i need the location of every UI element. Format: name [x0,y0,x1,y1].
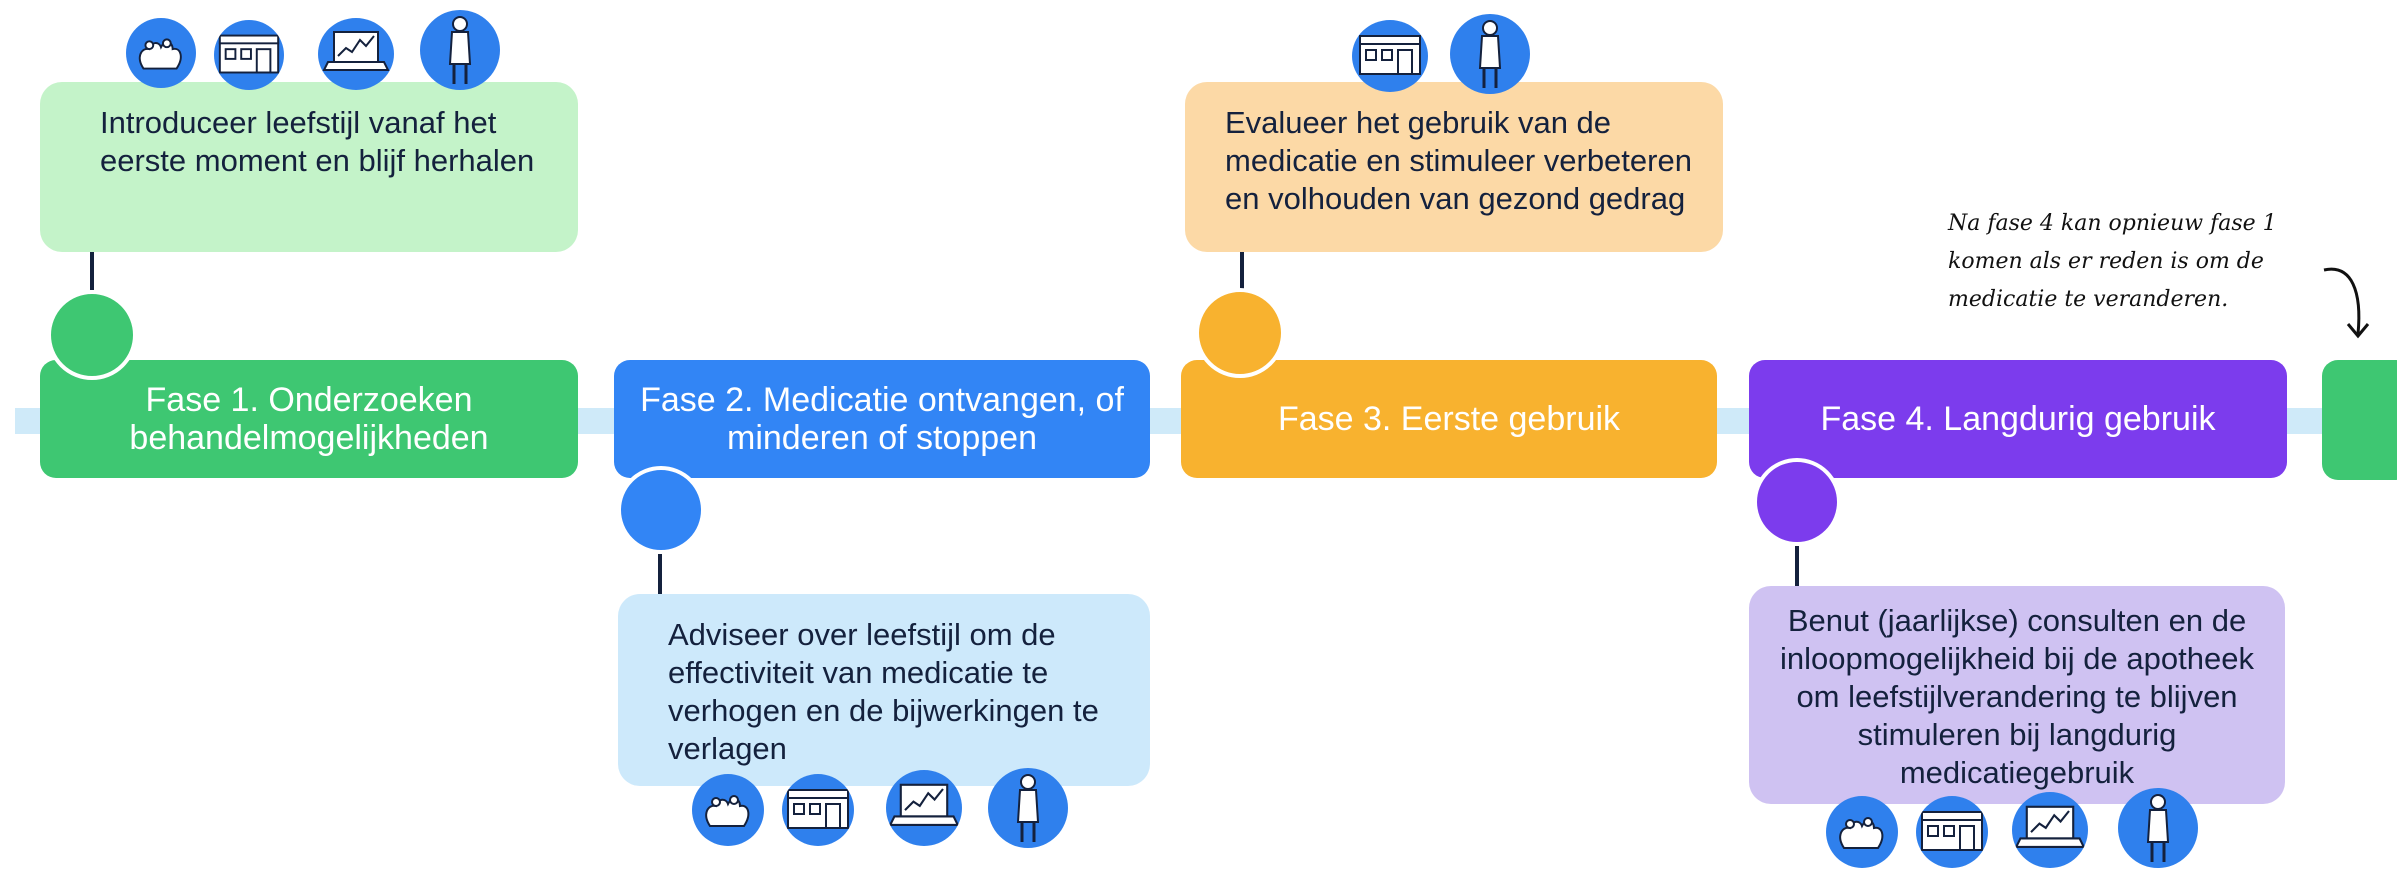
person-icon [1450,14,1530,94]
loop-note: Na fase 4 kan opnieuw fase 1 komen als e… [1948,211,2277,312]
phase-2-connector [658,554,662,594]
laptop-icon [2012,792,2088,868]
phase-2-icons [692,768,1072,848]
phase-1-bar: Fase 1. Onderzoeken behandelmogelijkhede… [40,360,578,478]
hands-icon [692,774,764,846]
phase-2-marker [617,466,705,554]
phase-1-icons [126,10,506,92]
pharmacy-icon [1916,796,1988,868]
phase-3-note-text: Evalueer het gebruik van de medicatie en… [1225,105,1692,216]
person-icon [988,768,1068,848]
person-icon [420,10,500,90]
hands-icon [1826,796,1898,868]
pharmacy-icon [1352,20,1428,92]
phase-3-note: Evalueer het gebruik van de medicatie en… [1185,82,1723,252]
pharmacy-icon [782,774,854,846]
phase-4-bar: Fase 4. Langdurig gebruik [1749,360,2287,478]
phase-3-label: Fase 3. Eerste gebruik [1277,400,1621,438]
phase-1-marker [47,290,137,380]
phase-3-marker [1195,288,1285,378]
phase-2-bar: Fase 2. Medicatie ontvangen, of minderen… [614,360,1150,478]
phase-1-note-text: Introduceer leefstijl vanaf het eerste m… [100,105,535,178]
phase-3-connector [1240,252,1244,290]
person-icon [2118,788,2198,868]
phase-1-label: Fase 1. Onderzoeken behandelmogelijkhede… [129,381,489,457]
phase-4-label: Fase 4. Langdurig gebruik [1820,400,2216,438]
phase-2-note-text: Adviseer over leefstijl om de effectivit… [668,617,1099,766]
phase-4-note: Benut (jaarlijkse) consulten en de inloo… [1749,586,2285,804]
phase-2-label: Fase 2. Medicatie ontvangen, of minderen… [640,381,1124,457]
phase-1-note: Introduceer leefstijl vanaf het eerste m… [40,82,578,252]
phase-4-note-text: Benut (jaarlijkse) consulten en de inloo… [1780,603,2254,790]
phase-4-marker [1753,458,1841,546]
hands-icon [126,18,196,88]
phase-3-icons [1352,10,1542,94]
laptop-icon [886,770,962,846]
pharmacy-icon [214,20,284,90]
phase-2-note: Adviseer over leefstijl om de effectivit… [618,594,1150,786]
phase-1-repeat-bar [2322,360,2397,480]
loop-arrow-icon [2323,267,2370,339]
phase-4-icons [1826,788,2206,869]
phase-1-connector [90,252,94,290]
phase-4-connector [1795,546,1799,586]
laptop-icon [318,18,394,90]
phase-3-bar: Fase 3. Eerste gebruik [1181,360,1717,478]
